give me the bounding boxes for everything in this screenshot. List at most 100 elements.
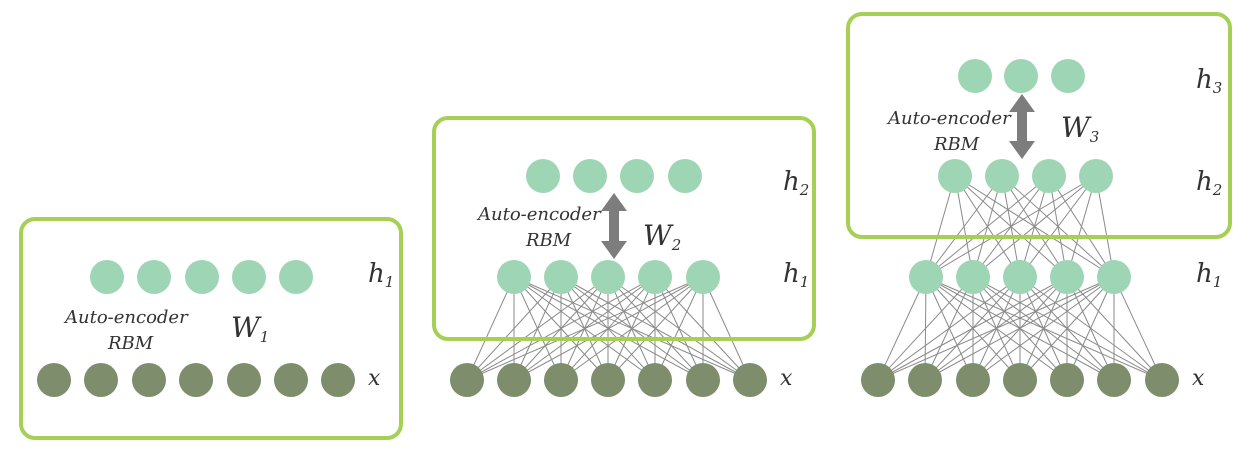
input-node: [638, 363, 672, 397]
hidden-node: [1032, 159, 1066, 193]
connection-edge: [877, 276, 1021, 381]
input-node: [227, 363, 261, 397]
hidden-node: [137, 260, 171, 294]
hidden-node: [958, 59, 992, 93]
stage3-module-label-line1: Auto-encoder: [886, 108, 1012, 129]
stage3-weight-label: W3: [1061, 111, 1099, 146]
connection-edge: [466, 276, 656, 381]
stage1-panel: h1 x Auto-encoder RBM W1: [19, 217, 403, 440]
stage3-nodes-h1: [909, 260, 1131, 294]
hidden-node: [956, 260, 990, 294]
input-node: [956, 363, 990, 397]
stage2-nodes-h2: [526, 159, 702, 193]
connection-edge: [925, 175, 1097, 278]
input-node: [1097, 363, 1131, 397]
connection-edge: [877, 276, 1068, 381]
hidden-node: [526, 159, 560, 193]
stage3-nodes-x: [861, 363, 1179, 397]
connection-edge: [513, 276, 704, 381]
input-node: [84, 363, 118, 397]
stage3-nodes-h2: [938, 159, 1113, 193]
connection-edge: [925, 175, 956, 278]
input-node: [861, 363, 895, 397]
stage3-h3-label: h3: [1196, 65, 1222, 97]
stage2-x-label: x: [780, 366, 793, 391]
stage3-h1-label: h1: [1196, 259, 1222, 291]
hidden-node: [279, 260, 313, 294]
input-node: [179, 363, 213, 397]
input-node: [686, 363, 720, 397]
stage2-rbm-box: [432, 116, 816, 341]
stage2-nodes-x: [450, 363, 767, 397]
connection-edge: [972, 276, 1115, 381]
connection-edge: [925, 175, 1050, 278]
stage2-h2-label: h2: [783, 167, 809, 199]
hidden-node: [1050, 260, 1084, 294]
stage2-weight-label: W2: [643, 219, 681, 254]
connection-edge: [1113, 276, 1163, 381]
input-node: [1050, 363, 1084, 397]
stage3-rbm-box: [846, 12, 1232, 239]
hidden-node: [1097, 260, 1131, 294]
hidden-node: [985, 159, 1019, 193]
stage1-nodes-h1: [90, 260, 313, 294]
input-node: [497, 363, 531, 397]
connection-edge: [466, 276, 562, 381]
stage1-rbm-box: [19, 217, 403, 440]
stage3-panel: h3 h2 h1 x Auto-encoder RBM W3: [846, 12, 1232, 397]
input-node: [37, 363, 71, 397]
connection-edge: [466, 276, 515, 381]
hidden-node: [938, 159, 972, 193]
connection-edge: [607, 276, 704, 381]
input-node: [450, 363, 484, 397]
stage3-module-label-line2: RBM: [933, 134, 980, 155]
hidden-node: [1079, 159, 1113, 193]
input-node: [274, 363, 308, 397]
connection-edge: [1066, 276, 1115, 381]
hidden-node: [232, 260, 266, 294]
stage2-h1-label: h1: [783, 259, 809, 291]
stage2-nodes-h1: [497, 260, 720, 294]
stage2-bidirectional-arrow: [601, 193, 627, 259]
hidden-node: [1003, 260, 1037, 294]
input-node: [1003, 363, 1037, 397]
stage3-h2-label: h2: [1196, 167, 1222, 199]
hidden-node: [686, 260, 720, 294]
input-node: [544, 363, 578, 397]
hidden-node: [620, 159, 654, 193]
hidden-node: [497, 260, 531, 294]
connection-edge: [1019, 175, 1097, 278]
connection-edge: [560, 276, 704, 381]
stage1-module-label-line2: RBM: [107, 333, 154, 354]
stage1-nodes-x: [37, 363, 355, 397]
stage2-edges-x-h1: [466, 276, 751, 381]
hidden-node: [591, 260, 625, 294]
stage1-h1-label: h1: [368, 259, 394, 291]
connection-edge: [466, 276, 609, 381]
hidden-node: [573, 159, 607, 193]
input-node: [321, 363, 355, 397]
hidden-node: [544, 260, 578, 294]
stage3-bidirectional-arrow: [1009, 94, 1035, 159]
stage3-edges-x-h1: [877, 276, 1163, 381]
connection-edge: [972, 175, 1097, 278]
hidden-node: [638, 260, 672, 294]
hidden-node: [185, 260, 219, 294]
connection-edge: [925, 175, 1003, 278]
hidden-node: [668, 159, 702, 193]
stage3-x-label: x: [1192, 366, 1205, 391]
connection-edge: [654, 276, 704, 381]
input-node: [733, 363, 767, 397]
stage3-nodes-h3: [958, 59, 1085, 93]
stage1-x-label: x: [368, 366, 381, 391]
connection-edge: [877, 276, 1115, 381]
connection-edge: [466, 276, 704, 381]
stage3-edges-h1-h2: [925, 175, 1115, 278]
connection-edge: [924, 276, 1115, 381]
connection-edge: [702, 276, 751, 381]
connection-edge: [1066, 175, 1097, 278]
stage1-module-label-line1: Auto-encoder: [63, 307, 189, 328]
hidden-node: [909, 260, 943, 294]
stage2-module-label-line1: Auto-encoder: [476, 204, 602, 225]
